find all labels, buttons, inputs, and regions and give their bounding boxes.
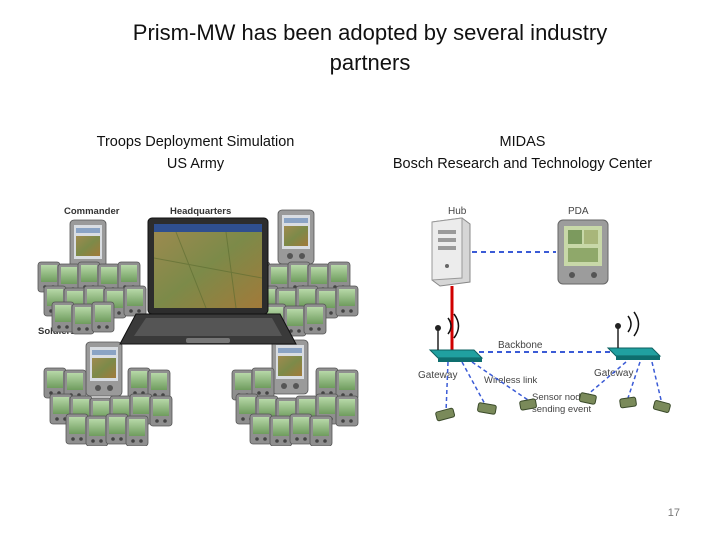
left-caption-line2: US Army	[166, 156, 225, 172]
label-pda: PDA	[568, 206, 589, 217]
label-commander: Commander	[64, 206, 120, 217]
sensor-node-icons	[435, 392, 671, 422]
midas-network-figure: Hub PDA Backbone Gateway	[412, 200, 674, 430]
pda-icon	[277, 209, 315, 265]
pda-icon	[271, 339, 309, 395]
right-caption: MIDAS Bosch Research and Technology Cent…	[370, 131, 675, 175]
left-caption-line1: Troops Deployment Simulation	[96, 134, 295, 150]
troops-deployment-figure: Commander Headquarters Soldiers	[36, 198, 368, 447]
pda-icon	[557, 219, 609, 285]
label-headquarters: Headquarters	[170, 206, 231, 217]
label-sensor-node-line1: Sensor node	[532, 392, 586, 403]
midas-network-diagram: Hub PDA Backbone Gateway	[418, 206, 671, 422]
hub-server-icon	[431, 217, 471, 287]
label-wireless-link: Wireless link	[484, 375, 538, 386]
label-hub: Hub	[448, 206, 467, 217]
sensor-links	[445, 361, 663, 413]
label-backbone: Backbone	[498, 340, 543, 351]
page-number: 17	[667, 507, 680, 519]
right-caption-line2: Bosch Research and Technology Center	[392, 156, 653, 172]
pda-icon	[85, 341, 123, 397]
label-sensor-node-line2: sending event	[532, 404, 592, 415]
gateway-right-icon	[606, 311, 662, 360]
gateway-left-icon	[428, 313, 484, 362]
slide-title: Prism-MW has been adopted by several ind…	[132, 20, 608, 75]
troops-deployment-illustration: Commander Headquarters Soldiers	[37, 206, 359, 447]
label-gateway-right: Gateway	[594, 368, 633, 379]
right-caption-line1: MIDAS	[499, 134, 546, 150]
soldier-pda-cluster-left	[37, 261, 147, 335]
label-gateway-left: Gateway	[418, 370, 457, 381]
left-caption: Troops Deployment Simulation US Army	[68, 131, 323, 175]
headquarters-laptop-icon	[119, 217, 297, 345]
